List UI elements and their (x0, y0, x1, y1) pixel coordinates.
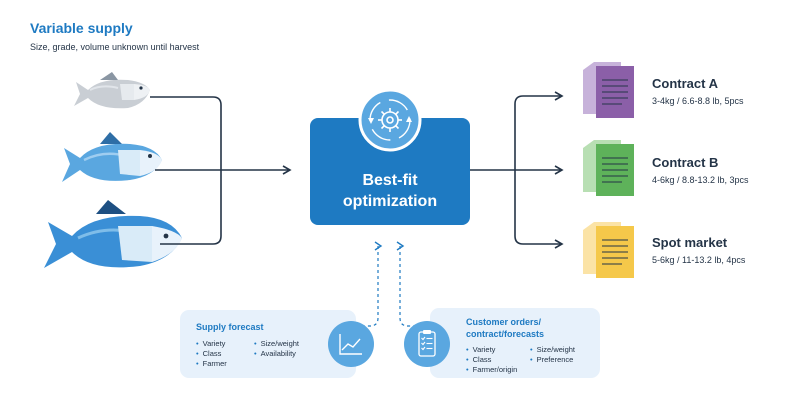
customer-orders-list-2: Size/weight Preference (530, 345, 575, 365)
supply-forecast-title: Supply forecast (196, 322, 264, 332)
input-connectors (150, 96, 292, 245)
contract-a-title: Contract A (652, 76, 718, 91)
contract-b-detail: 4-6kg / 8.8-13.2 lb, 3pcs (652, 175, 749, 185)
gear-cycle-icon (358, 88, 422, 152)
list-item: Variety (466, 345, 517, 355)
optimization-label-line2: optimization (342, 193, 438, 210)
list-item: Class (196, 349, 227, 359)
fish-small-icon (74, 72, 150, 109)
list-item: Class (466, 355, 517, 365)
fish-large-icon (44, 200, 182, 268)
output-connectors (470, 91, 564, 249)
forecast-connectors (352, 241, 420, 327)
contract-a-document-icon (583, 62, 634, 118)
list-item: Variety (196, 339, 227, 349)
customer-orders-title: Customer orders/ contract/forecasts (466, 316, 544, 340)
customer-orders-list-1: Variety Class Farmer/origin (466, 345, 518, 375)
diagram-title: Variable supply (30, 20, 133, 36)
supply-forecast-list-1: Variety Class Farmer (196, 339, 227, 369)
list-item: Size/weight (530, 345, 575, 355)
list-item: Farmer (196, 359, 227, 369)
optimization-label-line1: Best-fit (362, 172, 418, 189)
customer-orders-title-line1: Customer orders/ (466, 317, 542, 327)
line-chart-icon-circle (328, 321, 374, 367)
spot-market-title: Spot market (652, 235, 728, 250)
customer-orders-title-line2: contract/forecasts (466, 329, 545, 339)
line-chart-icon (339, 334, 362, 355)
list-item: Farmer/origin (466, 365, 518, 375)
list-item: Preference (530, 355, 575, 365)
clipboard-icon-circle (404, 321, 450, 367)
spot-market-document-icon (583, 222, 634, 278)
contract-a-detail: 3-4kg / 6.6-8.8 lb, 5pcs (652, 96, 744, 106)
contract-b-title: Contract B (652, 155, 719, 170)
clipboard-checklist-icon (418, 330, 436, 357)
supply-forecast-list-2: Size/weight Availability (254, 339, 299, 359)
contract-b-document-icon (583, 140, 634, 196)
diagram-subtitle: Size, grade, volume unknown until harves… (30, 42, 200, 52)
optimization-label: Best-fit optimization (310, 170, 470, 212)
list-item: Size/weight (254, 339, 299, 349)
list-item: Availability (254, 349, 299, 359)
fish-medium-icon (62, 132, 162, 182)
spot-market-detail: 5-6kg / 11-13.2 lb, 4pcs (652, 255, 746, 265)
